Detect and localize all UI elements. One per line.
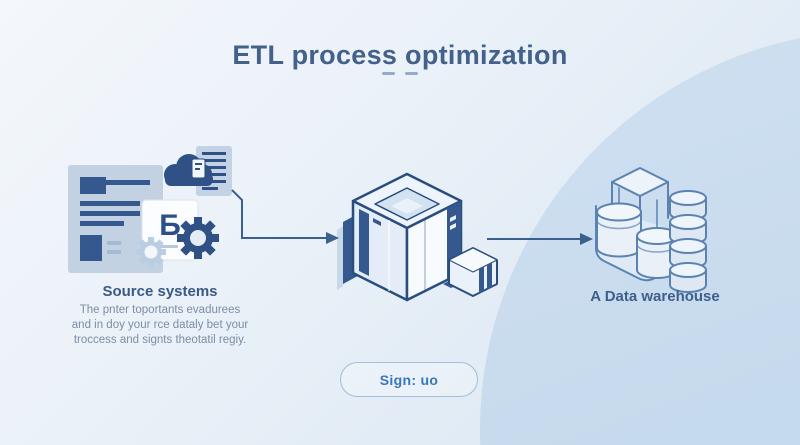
gear-icon — [136, 237, 166, 267]
document-icon — [68, 165, 163, 273]
source-systems-description: The pnter toportants evadurees and in do… — [45, 303, 275, 348]
gear-icon — [177, 217, 219, 259]
dash — [405, 72, 418, 75]
warehouse-label: A Data warehouse — [590, 288, 720, 305]
title-underline-dashes — [0, 72, 800, 75]
etl-engine-icon — [337, 172, 498, 302]
description-line: troccess and signts theotatil regiy. — [73, 334, 247, 346]
page-title: ETL process optimization — [232, 40, 568, 70]
sign-up-button[interactable]: Sign: uo — [340, 362, 478, 397]
source-systems-heading: Source systems — [102, 283, 218, 300]
source-systems-icon: Б — [68, 146, 232, 273]
cloud-icon — [164, 154, 213, 186]
description-line: and in doy your rce dataly bet your — [71, 319, 249, 331]
arrowhead-icon — [580, 233, 593, 245]
description-line: The pnter toportants evadurees — [79, 304, 241, 316]
arrowhead-icon — [326, 232, 339, 244]
disk-stack-icon — [669, 190, 707, 293]
dash — [382, 72, 395, 75]
card-letter: Б — [159, 209, 181, 242]
warehouse-icon — [595, 167, 707, 293]
flow-arrow-1 — [231, 189, 326, 239]
